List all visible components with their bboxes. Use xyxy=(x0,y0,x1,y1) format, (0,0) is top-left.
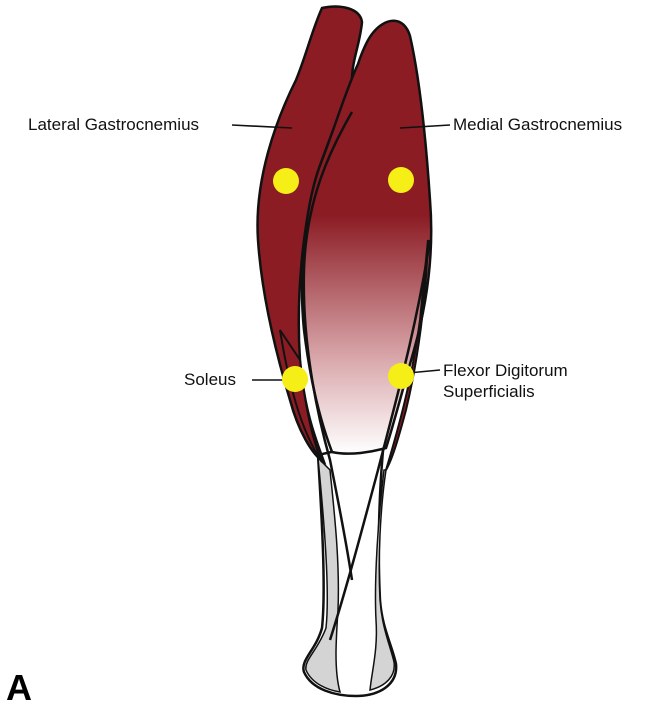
marker-medial-gastrocnemius xyxy=(388,167,414,193)
label-fds-line2: Superficialis xyxy=(443,381,568,402)
label-fds-line1: Flexor Digitorum xyxy=(443,360,568,381)
label-flexor-digitorum-superficialis: Flexor Digitorum Superficialis xyxy=(443,360,568,402)
label-lateral-gastrocnemius: Lateral Gastrocnemius xyxy=(28,114,199,135)
marker-lateral-gastrocnemius xyxy=(273,168,299,194)
panel-letter: A xyxy=(6,668,32,708)
marker-fds xyxy=(388,363,414,389)
marker-soleus xyxy=(282,366,308,392)
label-medial-gastrocnemius: Medial Gastrocnemius xyxy=(453,114,622,135)
label-soleus: Soleus xyxy=(184,369,236,390)
